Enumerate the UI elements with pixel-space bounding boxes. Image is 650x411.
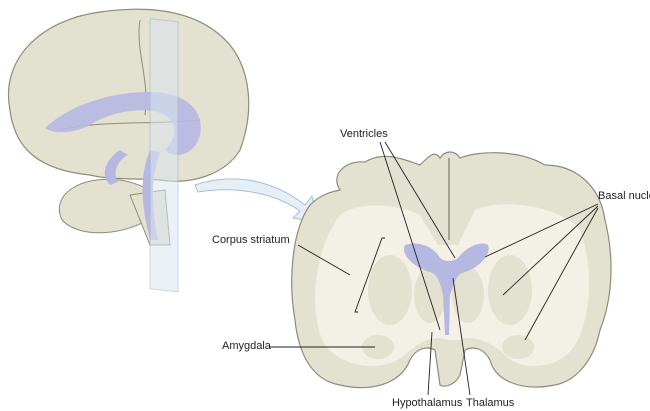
- amygdala-right: [502, 335, 534, 359]
- hypothalamus-line: [427, 331, 433, 396]
- temporal-horn: [104, 150, 128, 185]
- thalamus-line: [452, 277, 471, 396]
- lateral-brain: [7, 8, 319, 293]
- label-hypothalamus: Hypothalamus: [392, 397, 463, 409]
- coronal-plane: [149, 18, 179, 293]
- putamen-left: [368, 255, 412, 325]
- basal-line-2: [502, 205, 599, 296]
- basal-line-1: [484, 203, 599, 258]
- leader-lines: [270, 141, 599, 396]
- label-amygdala: Amygdala: [222, 340, 271, 352]
- pointer-arrow: [194, 178, 319, 223]
- corpus-striatum-line: [297, 244, 351, 276]
- label-ventricles: Ventricles: [340, 128, 388, 140]
- putamen-right: [488, 255, 532, 325]
- label-thalamus: Thalamus: [466, 397, 515, 409]
- basal-line-3: [524, 207, 599, 341]
- corpus-striatum-bracket: [354, 237, 385, 313]
- label-corpus-striatum: Corpus striatum: [212, 234, 290, 246]
- ventricles-line-2: [384, 141, 456, 259]
- thalamus-right: [452, 267, 484, 323]
- thalamus-left: [414, 267, 446, 323]
- label-basal-nuclei: Basal nuclei: [598, 190, 650, 202]
- ventricles-line-1: [379, 141, 441, 331]
- coronal-section: [291, 151, 612, 389]
- amygdala-left: [362, 335, 394, 359]
- ventricles-shape: [404, 243, 489, 335]
